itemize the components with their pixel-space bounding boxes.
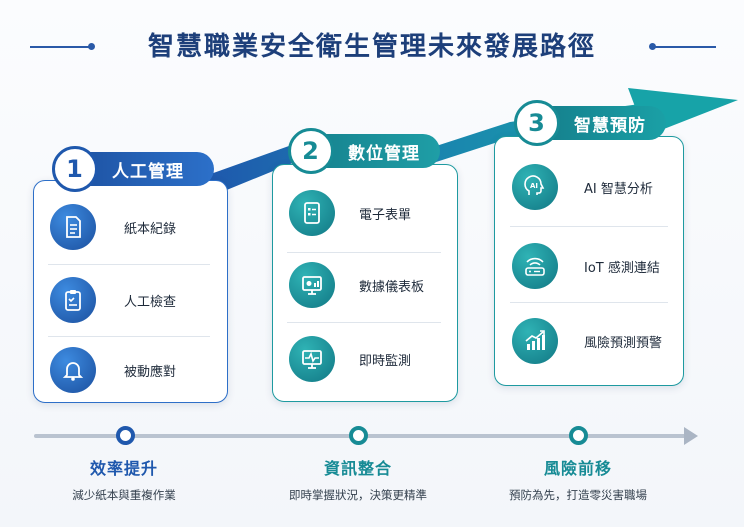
stage-1-number: 1 xyxy=(52,146,98,192)
stage-2-label: 數位管理 xyxy=(348,143,420,164)
stage-2-header: 2 數位管理 xyxy=(288,128,440,174)
ai-head-icon: AI xyxy=(512,164,558,210)
outcome-1-desc: 減少紙本與重複作業 xyxy=(72,488,176,502)
divider xyxy=(48,336,210,337)
tablet-form-icon xyxy=(289,190,335,236)
divider xyxy=(510,302,668,303)
bell-icon xyxy=(50,347,96,393)
stage-1-item-3: 被動應對 xyxy=(50,347,176,393)
stage-1-item-2-label: 人工檢查 xyxy=(124,294,177,310)
stage-3-label: 智慧預防 xyxy=(574,115,646,136)
stage-2-number: 2 xyxy=(288,128,334,174)
divider xyxy=(510,226,668,227)
outcome-3-desc: 預防為先，打造零災害職場 xyxy=(509,488,647,502)
stage-2-item-2: 數據儀表板 xyxy=(289,262,424,308)
bar-chart-up-icon xyxy=(512,318,558,364)
stage-3-item-1: AI AI 智慧分析 xyxy=(512,164,653,210)
clipboard-checklist-icon xyxy=(50,277,96,323)
divider xyxy=(287,252,441,253)
page-title: 智慧職業安全衛生管理未來發展路徑 xyxy=(147,32,596,62)
timeline-arrow-head xyxy=(684,427,698,445)
document-icon xyxy=(50,204,96,250)
title-line-left xyxy=(30,46,92,48)
wifi-router-icon xyxy=(512,243,558,289)
stage-1-item-1: 紙本紀錄 xyxy=(50,204,176,250)
stage-3-item-2: IoT 感測連結 xyxy=(512,243,660,289)
timeline-node-1 xyxy=(116,426,135,445)
stage-3-item-2-label: IoT 感測連結 xyxy=(584,260,660,276)
stage-3-item-3: 風險預測預警 xyxy=(512,318,662,364)
monitor-pulse-icon xyxy=(289,336,335,382)
monitor-dashboard-icon xyxy=(289,262,335,308)
outcome-3-title: 風險前移 xyxy=(543,459,612,478)
stage-1-item-3-label: 被動應對 xyxy=(124,364,177,380)
divider xyxy=(48,264,210,265)
stage-3-item-3-label: 風險預測預警 xyxy=(584,335,663,351)
stage-1-item-2: 人工檢查 xyxy=(50,277,176,323)
stage-2-item-3-label: 即時監測 xyxy=(359,353,412,369)
outcome-2-desc: 即時掌握狀況，決策更精準 xyxy=(289,488,427,502)
stage-2-item-1-label: 電子表單 xyxy=(359,207,412,223)
title-dot-left xyxy=(88,43,95,50)
outcome-1-title: 效率提升 xyxy=(89,459,158,478)
outcome-1: 效率提升 減少紙本與重複作業 xyxy=(24,455,224,503)
stage-1-label: 人工管理 xyxy=(112,161,184,182)
stage-2-item-2-label: 數據儀表板 xyxy=(359,279,425,295)
stage-1-item-1-label: 紙本紀錄 xyxy=(124,221,177,237)
outcome-2: 資訊整合 即時掌握狀況，決策更精準 xyxy=(258,455,458,503)
title-dot-right xyxy=(649,43,656,50)
title-line-right xyxy=(654,46,716,48)
outcome-2-title: 資訊整合 xyxy=(323,459,392,478)
stage-2-item-1: 電子表單 xyxy=(289,190,411,236)
timeline-node-2 xyxy=(349,426,368,445)
outcome-3: 風險前移 預防為先，打造零災害職場 xyxy=(478,455,678,503)
stage-3-item-1-label: AI 智慧分析 xyxy=(584,181,653,197)
stage-2-item-3: 即時監測 xyxy=(289,336,411,382)
stage-1-header: 1 人工管理 xyxy=(52,146,214,192)
stage-3-header: 3 智慧預防 xyxy=(514,100,666,146)
timeline-node-3 xyxy=(569,426,588,445)
divider xyxy=(287,322,441,323)
stage-3-number: 3 xyxy=(514,100,560,146)
svg-text:AI: AI xyxy=(530,182,538,190)
